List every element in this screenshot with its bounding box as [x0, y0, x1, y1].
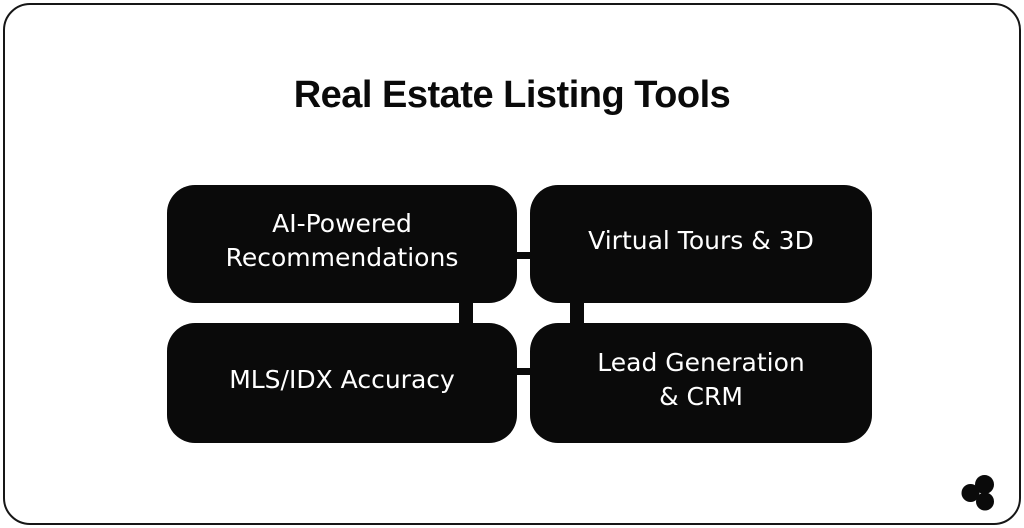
- page-title: Real Estate Listing Tools: [293, 74, 731, 116]
- node-label-line: Virtual Tours & 3D: [588, 225, 814, 255]
- node-ai-powered-recommendations[interactable]: AI-Powered Recommendations: [167, 185, 517, 303]
- node-lead-generation-crm[interactable]: Lead Generation & CRM: [530, 323, 872, 443]
- node-virtual-tours-3d[interactable]: Virtual Tours & 3D: [530, 185, 872, 303]
- three-dot-clover-logo-icon: [961, 475, 994, 511]
- node-label-line: AI-Powered: [272, 208, 412, 238]
- connector-top-right-to-bottom-right: [570, 296, 584, 330]
- node-mls-idx-accuracy[interactable]: MLS/IDX Accuracy: [167, 323, 517, 443]
- node-label-line: & CRM: [659, 381, 743, 411]
- connector-top-left-to-bottom-left: [459, 296, 473, 330]
- node-label-line: Recommendations: [225, 242, 459, 272]
- node-label-line: MLS/IDX Accuracy: [229, 364, 455, 394]
- connector-bottom-left-to-bottom-right: [505, 368, 542, 375]
- connector-top-left-to-top-right: [505, 252, 542, 259]
- node-label-line: Lead Generation: [597, 347, 805, 377]
